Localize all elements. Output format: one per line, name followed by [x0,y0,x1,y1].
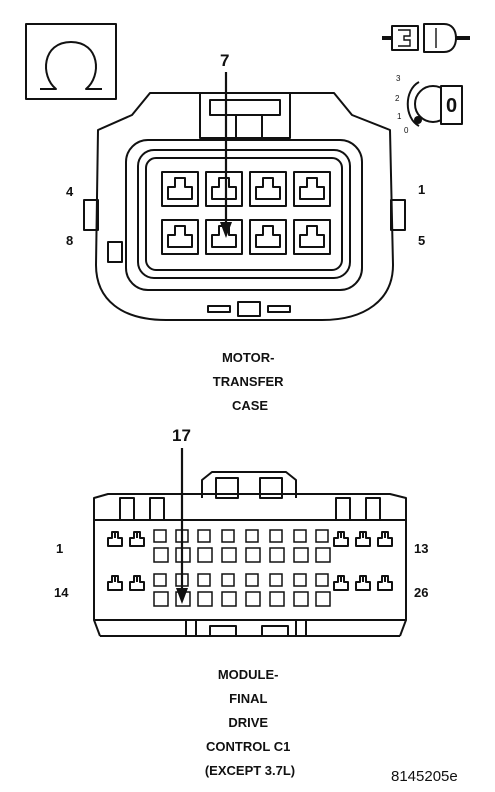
pin-label-14: 14 [54,585,69,600]
terminal [153,529,167,543]
cavity [293,171,331,207]
pin-label-1: 1 [418,182,425,197]
cavity [161,219,199,255]
terminal [245,591,261,607]
ignition-position-3: 3 [396,74,401,83]
callout-7-arrow [220,72,232,238]
cavity [107,531,123,547]
caption-a-line-2: TRANSFER [213,374,284,389]
cavity [161,171,199,207]
omega-icon [25,23,117,100]
terminal [153,547,169,563]
cavity [333,575,349,591]
motor-transfer-case-connector [83,92,406,321]
terminal [315,573,329,587]
ignition-position-2: 2 [395,94,400,103]
caption-a-line-3: CASE [232,398,268,413]
cavity [205,171,243,207]
terminal [153,573,167,587]
callout-7: 7 [220,51,229,70]
pin-label-1b: 1 [56,541,63,556]
terminal [221,547,237,563]
terminal [153,591,169,607]
connector-b-caption: MODULE- FINAL DRIVE CONTROL C1 (EXCEPT 3… [205,667,295,778]
terminal [245,529,259,543]
terminal [293,573,307,587]
pin-label-5: 5 [418,233,425,248]
cavity [249,219,287,255]
cavity [107,575,123,591]
cavity [293,219,331,255]
terminal [315,591,331,607]
terminal [269,573,283,587]
caption-b-line-1: MODULE- [218,667,279,682]
connector-a-caption: MOTOR- TRANSFER CASE [213,350,287,413]
terminal [245,573,259,587]
terminal [221,573,235,587]
caption-a-line-1: MOTOR- [222,350,274,365]
terminal [197,529,211,543]
caption-b-line-2: FINAL [229,691,267,706]
pin-label-8: 8 [66,233,73,248]
terminal [269,529,283,543]
caption-b-line-5: (EXCEPT 3.7L) [205,763,295,778]
terminal [269,547,285,563]
final-drive-control-connector [93,471,407,637]
cavity [377,575,393,591]
pin-label-4: 4 [66,184,74,199]
cavity [333,531,349,547]
ignition-position-0: 0 [404,126,409,135]
callout-17: 17 [172,426,191,445]
cavity [249,171,287,207]
pin-label-26: 26 [414,585,428,600]
terminal [293,529,307,543]
terminal [221,591,237,607]
terminal [245,547,261,563]
cavity [129,575,145,591]
caption-b-line-4: CONTROL C1 [206,739,290,754]
terminal [315,529,329,543]
cavity [355,575,371,591]
terminal [269,591,285,607]
cavity [377,531,393,547]
figure-id: 8145205e [391,768,458,785]
ignition-key-label: 0 [446,95,457,117]
terminal [197,573,211,587]
caption-b-line-3: DRIVE [228,715,268,730]
terminal [197,547,213,563]
cavity [129,531,145,547]
terminal [315,547,331,563]
pin-label-13: 13 [414,541,428,556]
ignition-position-1: 1 [397,112,402,121]
terminal [293,547,309,563]
terminal [197,591,213,607]
ignition-key-off-icon: 0 3 2 1 0 [395,74,463,135]
terminal [221,529,235,543]
terminal [293,591,309,607]
disconnected-connector-icon [382,23,470,53]
cavity [355,531,371,547]
callout-17-arrow [176,448,188,604]
